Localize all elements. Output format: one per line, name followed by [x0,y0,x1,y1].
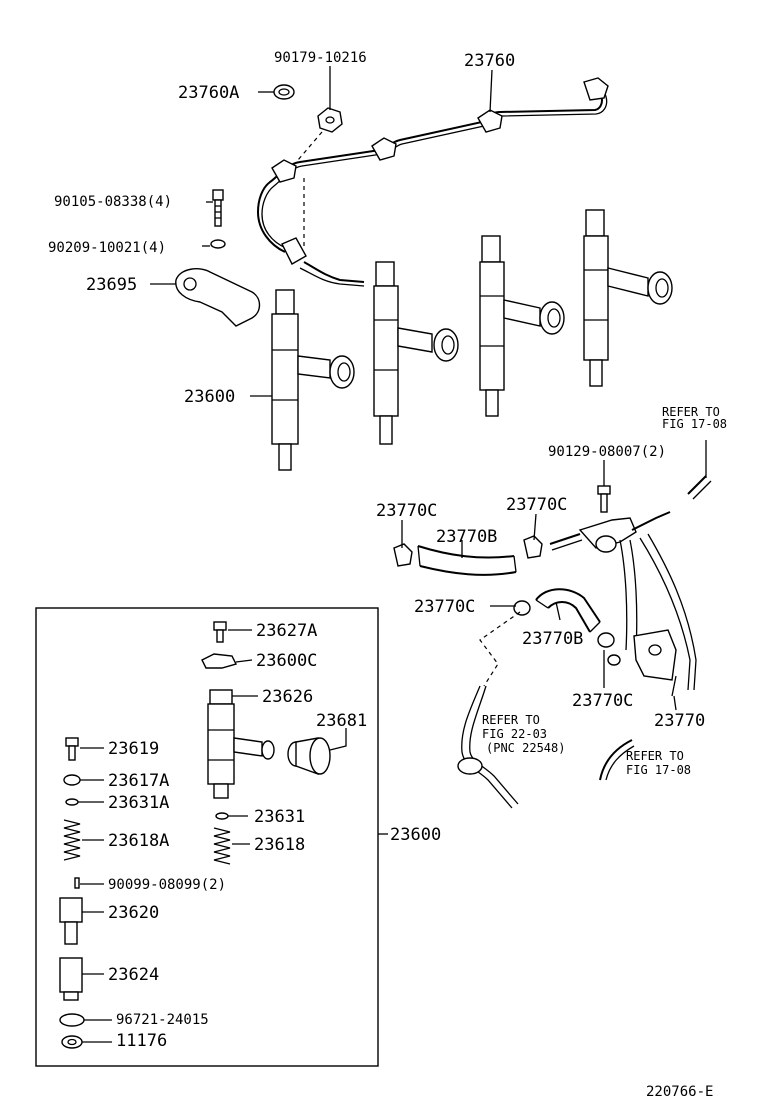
label-23617a: 23617A [108,771,169,791]
label-23624: 23624 [108,965,159,985]
label-90179-10216: 90179-10216 [274,50,367,66]
bolt-90105 [212,189,224,227]
refer-note-1-line1: REFER TO [662,405,720,419]
label-23770c-b: 23770C [506,495,567,515]
injector-3 [479,235,565,417]
injector-4 [583,209,673,387]
label-90099-08099: 90099-08099(2) [108,877,226,893]
label-23618a: 23618A [108,831,169,851]
injector-1 [271,289,355,471]
label-96721-24015: 96721-24015 [116,1012,209,1028]
label-23770b-a: 23770B [436,527,497,547]
pipe-clamp [271,159,297,183]
label-23770b-b: 23770B [522,629,583,649]
label-11176: 11176 [116,1031,167,1051]
pipe-union-nut [281,237,307,265]
label-90209-10021: 90209-10021(4) [48,240,166,256]
leak-off-assembly [393,440,712,697]
label-23600c: 23600C [256,651,317,671]
pipe-clamp [371,137,397,161]
label-23627a: 23627A [256,621,317,641]
injector-2 [373,261,459,445]
label-23620: 23620 [108,903,159,923]
injector-kit-box [35,607,379,1067]
label-23600-box: 23600 [390,825,441,845]
nut-90179 [317,107,343,133]
refer-note-3-line2: FIG 17-08 [626,763,691,777]
pipe-end-fitting [583,77,609,101]
fuel-pipe [256,77,609,287]
exploded-parts [59,621,331,1049]
label-23618: 23618 [254,835,305,855]
leader-lines [78,66,677,1043]
label-23760: 23760 [464,51,515,71]
label-23631: 23631 [254,807,305,827]
refer-hose-bottom [599,739,633,781]
label-90129-08007: 90129-08007(2) [548,444,666,460]
label-23770: 23770 [654,711,705,731]
refer-note-2-line1: REFER TO [482,713,540,727]
label-23600-top: 23600 [184,387,235,407]
refer-note-2-line3: (PNC 22548) [486,741,565,755]
label-23619: 23619 [108,739,159,759]
part-labels: 90179-10216 23760 23760A 90105-08338(4) … [48,50,705,1051]
label-23631a: 23631A [108,793,169,813]
refer-fuel-line [457,611,521,809]
label-23695: 23695 [86,275,137,295]
label-23760a: 23760A [178,83,239,103]
label-23681: 23681 [316,711,367,731]
label-90105-08338: 90105-08338(4) [54,194,172,210]
label-23770c-d: 23770C [572,691,633,711]
nozzle-clamp-23695 [175,268,261,327]
refer-note-3-line1: REFER TO [626,749,684,763]
label-23770c-a: 23770C [376,501,437,521]
label-23770c-c: 23770C [414,597,475,617]
refer-notes: REFER TO FIG 17-08 REFER TO FIG 22-03 (P… [482,405,727,777]
diagram-id: 220766-E [646,1084,713,1100]
pipe-clamp [477,109,503,133]
washer-90209 [210,239,226,249]
refer-note-1-line2: FIG 17-08 [662,417,727,431]
refer-note-2-line2: FIG 22-03 [482,727,547,741]
label-23626: 23626 [262,687,313,707]
washer-23760a [273,84,295,100]
